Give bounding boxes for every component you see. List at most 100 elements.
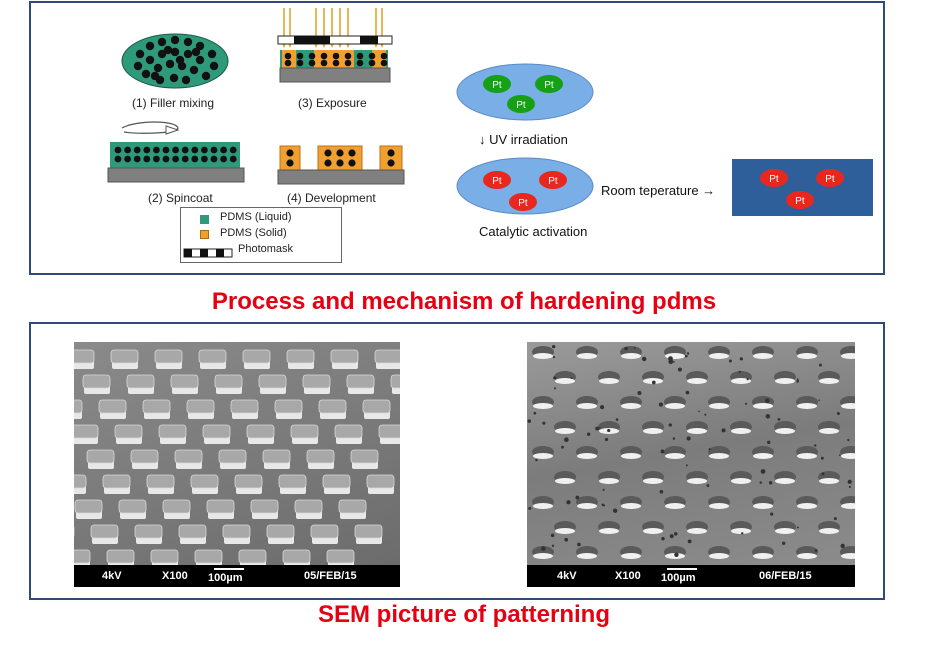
- legend-solid-swatch: [200, 230, 209, 239]
- debris-speck: [738, 370, 741, 374]
- debris-speck: [566, 500, 571, 505]
- square-pillar: [142, 399, 171, 419]
- room-temperature-label: Room teperature →: [601, 183, 716, 198]
- debris-speck: [814, 549, 818, 552]
- round-dot: [796, 396, 818, 409]
- debris-speck: [570, 377, 573, 380]
- round-dot: [730, 471, 752, 484]
- round-dot: [774, 471, 796, 484]
- debris-speck: [833, 517, 837, 521]
- round-dot: [576, 446, 598, 459]
- round-dot: [576, 546, 598, 559]
- round-dot: [532, 446, 554, 459]
- round-dot: [554, 371, 576, 384]
- square-pillar: [290, 424, 319, 444]
- round-dot: [642, 421, 664, 434]
- round-dot: [620, 546, 642, 559]
- process-title: Process and mechanism of hardening pdms: [211, 288, 717, 315]
- debris-speck: [660, 449, 665, 454]
- round-dot: [686, 371, 708, 384]
- square-pillar: [158, 424, 187, 444]
- sem-date: 06/FEB/15: [759, 570, 812, 582]
- round-dot: [774, 421, 796, 434]
- debris-speck: [624, 346, 628, 351]
- pt-label: Pt: [825, 174, 835, 185]
- filler-mixing-diagram: [121, 33, 229, 89]
- round-dot: [664, 496, 686, 509]
- debris-speck: [821, 472, 825, 476]
- debris-speck: [768, 481, 773, 485]
- square-pillar: [318, 399, 347, 419]
- round-dot: [752, 346, 774, 359]
- debris-speck: [564, 537, 569, 542]
- round-dot: [664, 346, 686, 359]
- round-dot: [752, 546, 774, 559]
- square-pillar: [134, 524, 163, 544]
- round-dot: [840, 396, 855, 409]
- debris-speck: [819, 363, 822, 367]
- debris-speck: [607, 428, 611, 433]
- uv-irradiation-label: ↓ UV irradiation: [479, 132, 568, 147]
- round-dot: [708, 396, 730, 409]
- square-pillar: [334, 424, 363, 444]
- square-pillar: [278, 474, 307, 494]
- square-pillar: [222, 524, 251, 544]
- square-pillar-array: [74, 349, 400, 569]
- round-dot: [554, 521, 576, 534]
- scale-bar: [214, 568, 244, 570]
- development-diagram: [277, 145, 405, 185]
- square-pillar: [346, 374, 375, 394]
- debris-speck: [686, 436, 691, 441]
- square-pillar: [162, 499, 191, 519]
- debris-speck: [661, 537, 665, 541]
- debris-speck: [672, 360, 675, 363]
- debris-speck: [586, 432, 591, 436]
- square-pillar: [206, 499, 235, 519]
- square-pillar: [170, 374, 199, 394]
- debris-speck: [602, 488, 605, 491]
- debris-speck: [668, 356, 673, 361]
- round-dot: [664, 396, 686, 409]
- sem-voltage: 4kV: [557, 570, 577, 582]
- debris-speck: [838, 454, 841, 457]
- debris-speck: [668, 423, 672, 427]
- square-pillar: [126, 374, 155, 394]
- sem-date: 05/FEB/15: [304, 570, 357, 582]
- round-dot: [730, 371, 752, 384]
- debris-speck: [669, 534, 674, 539]
- round-dot: [532, 496, 554, 509]
- round-dot: [532, 346, 554, 359]
- debris-speck: [674, 532, 678, 536]
- square-pillar: [246, 424, 275, 444]
- debris-speck: [847, 438, 850, 442]
- debris-speck: [698, 410, 700, 413]
- active-catalyst-diagram: Pt Pt Pt: [456, 157, 594, 215]
- pt-label: Pt: [492, 176, 502, 187]
- round-dot: [708, 446, 730, 459]
- debris-speck: [847, 479, 852, 484]
- round-dot-array: [527, 344, 855, 559]
- square-pillar: [266, 524, 295, 544]
- round-dot: [554, 421, 576, 434]
- debris-speck: [721, 428, 726, 433]
- debris-speck: [651, 380, 656, 385]
- round-dot: [708, 346, 730, 359]
- debris-speck: [528, 506, 532, 510]
- debris-speck: [658, 402, 663, 407]
- round-dot: [686, 521, 708, 534]
- spincoat-diagram: [107, 121, 245, 183]
- round-dot: [840, 496, 855, 509]
- square-pillar: [202, 424, 231, 444]
- debris-speck: [598, 426, 601, 429]
- pt-label: Pt: [769, 174, 779, 185]
- round-dot: [796, 346, 818, 359]
- legend-liquid-swatch: [200, 215, 209, 224]
- legend-solid-label: PDMS (Solid): [220, 227, 287, 239]
- square-pillar: [98, 399, 127, 419]
- debris-speck: [796, 378, 799, 380]
- round-dot: [840, 546, 855, 559]
- square-pillar: [366, 474, 395, 494]
- debris-speck: [685, 390, 690, 395]
- sem-image-square-pillars: 4kV X100 100µm 05/FEB/15: [74, 342, 400, 587]
- square-pillar: [306, 449, 335, 469]
